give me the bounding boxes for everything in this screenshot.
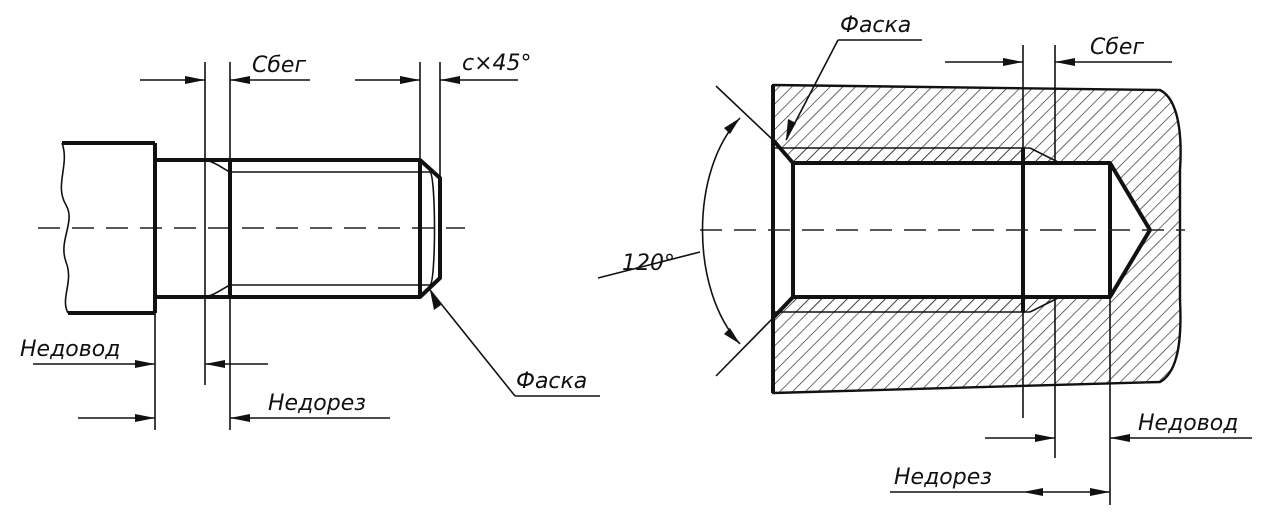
bolt-runout-curve-bottom — [204, 284, 231, 298]
bolt-figure: Сбег c×45° Недовод Недорез Фаска — [20, 51, 600, 430]
hole-undertravel-arrow-left — [1035, 434, 1055, 442]
hole-thread-top-band — [793, 148, 1060, 163]
hole-figure: Фаска Сбег 120° Недовод Недорез — [597, 13, 1252, 505]
bolt-runout-arrow-left — [185, 76, 205, 84]
bolt-shank-outline — [155, 158, 442, 299]
bolt-thread-end-arc — [429, 171, 436, 286]
hole-angle-arrow-top — [724, 118, 740, 134]
hole-undercut-arrow-right — [1090, 488, 1110, 496]
hole-runout-top — [1029, 147, 1061, 164]
hole-angle-label: 120° — [622, 251, 675, 276]
hole-angle-ext-bottom — [715, 317, 774, 377]
hole-cavity — [773, 140, 1150, 318]
hole-thread-bottom-band — [793, 297, 1060, 312]
hole-undercut-arrow-left — [1023, 488, 1043, 496]
hole-runout-bottom — [1029, 296, 1061, 313]
bolt-chamfer-size-label: c×45° — [462, 51, 532, 76]
bolt-undercut-label: Недорез — [268, 391, 366, 416]
bolt-break-line — [60, 142, 70, 314]
bolt-runout-curve-top — [204, 159, 231, 173]
bolt-runout-label: Сбег — [252, 53, 306, 78]
bolt-undercut-arrow-left — [135, 414, 155, 422]
hole-chamfer-bottom — [771, 295, 795, 320]
hole-undercut-label: Недорез — [894, 465, 992, 490]
bolt-chamfer-leader-arrow — [430, 290, 441, 310]
bolt-undertravel-arrow-right — [205, 360, 225, 368]
hole-chamfer-top — [771, 138, 795, 165]
bolt-chamfer-label: Фаска — [516, 369, 587, 394]
bolt-chamfer-arrow-left — [400, 76, 420, 84]
bolt-undertravel-arrow-left — [135, 360, 155, 368]
bolt-chamfer-leader — [429, 289, 516, 397]
hole-undertravel-arrow-right — [1110, 434, 1130, 442]
bolt-chamfer-arrow-right — [440, 76, 460, 84]
hole-angle-leader — [597, 251, 701, 279]
bolt-undertravel-label: Недовод — [20, 337, 120, 362]
hole-runout-arrow-right — [1055, 58, 1075, 66]
bolt-runout-arrow-right — [230, 76, 250, 84]
hole-angle-ext-top — [715, 85, 774, 141]
hole-chamfer-label: Фаска — [840, 13, 911, 38]
hole-chamfer-leader-arrow — [786, 119, 796, 140]
bolt-undercut-arrow-right — [230, 414, 250, 422]
hole-runout-arrow-left — [1003, 58, 1023, 66]
hole-undertravel-label: Недовод — [1138, 411, 1238, 436]
hole-runout-label: Сбег — [1090, 35, 1144, 60]
hole-angle-arc — [701, 117, 741, 345]
hole-body-outline — [771, 83, 1182, 395]
hole-angle-arrow-bottom — [724, 328, 740, 344]
